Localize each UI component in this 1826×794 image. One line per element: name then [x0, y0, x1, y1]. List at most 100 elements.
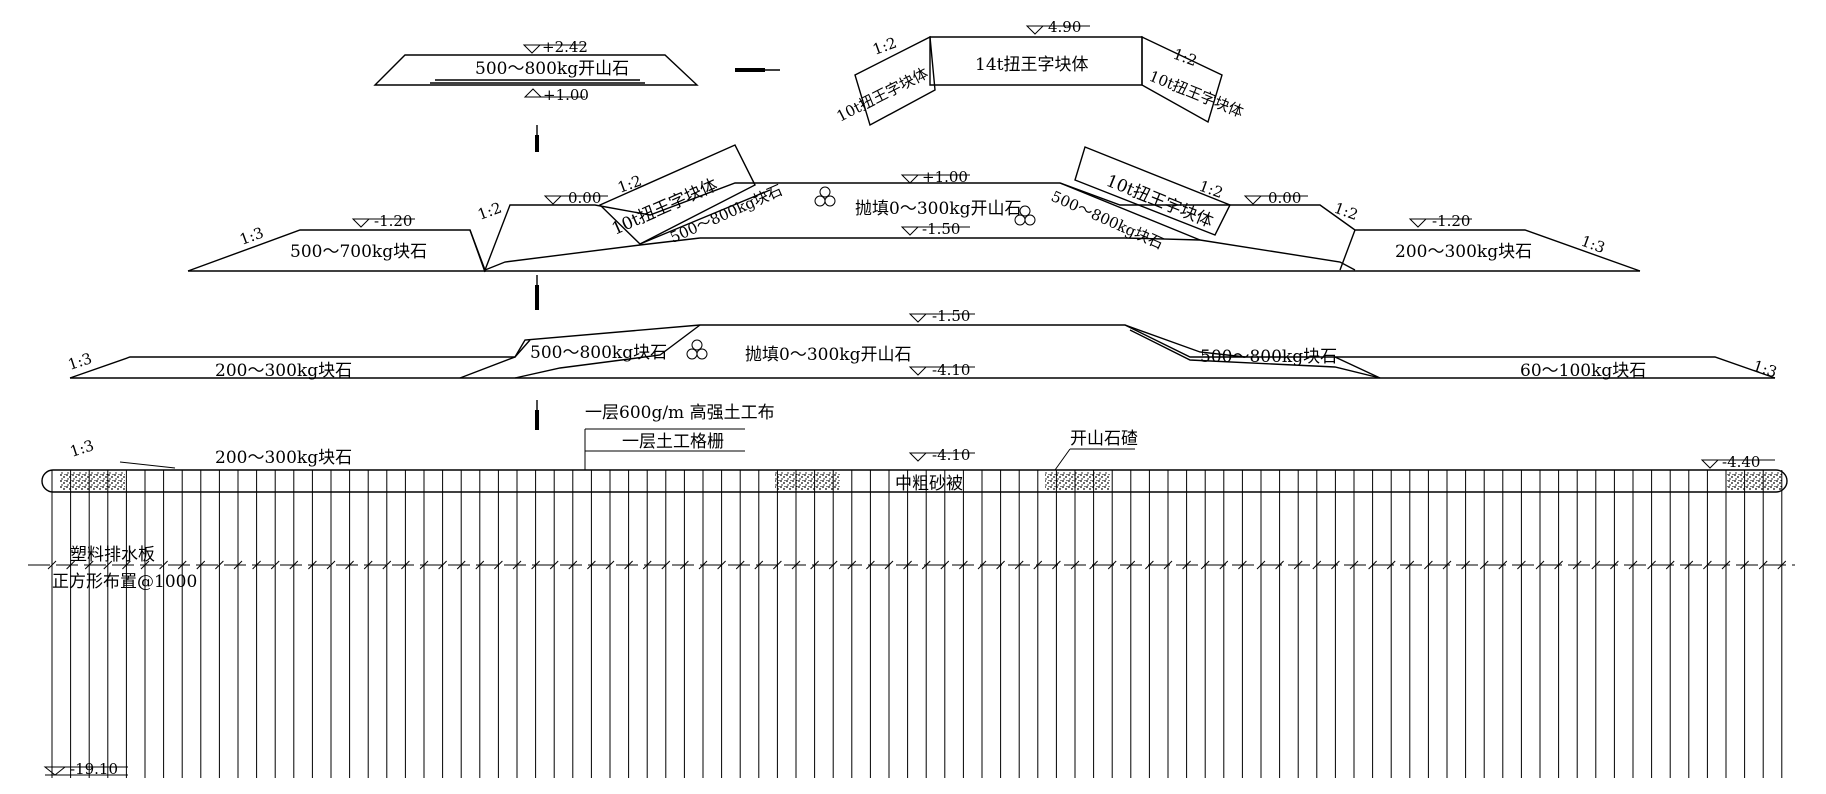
reference-tick [494, 560, 503, 570]
sand-patch [1727, 472, 1782, 490]
left-armor-inner [514, 324, 701, 379]
reference-tick [1256, 560, 1266, 570]
reference-tick [308, 560, 317, 570]
right-toe-line [1334, 356, 1381, 379]
reference-tick [159, 560, 168, 570]
reference-tick [1386, 560, 1396, 570]
reference-tick [419, 560, 429, 570]
reference-tick [661, 560, 671, 570]
reference-tick [66, 560, 75, 570]
arrow-left-icon [735, 68, 780, 72]
left-inner-wall [484, 237, 701, 271]
reference-tick [1145, 560, 1154, 570]
reference-tick [1107, 560, 1117, 570]
reference-tick [122, 560, 131, 570]
sand-cushion-layer [41, 469, 1788, 493]
reference-tick [605, 560, 615, 570]
toe-slope-line [119, 461, 176, 469]
material-label: 60～100kg块石 [1520, 361, 1646, 381]
rock-symbol-icon [814, 186, 836, 207]
reference-tick [1610, 560, 1619, 570]
reference-tick [438, 560, 447, 570]
reference-tick [140, 560, 150, 570]
reference-ticks [47, 560, 1787, 570]
elevation-marker: -4.10 [908, 361, 975, 379]
rock-symbol-icon [1014, 205, 1036, 226]
slope-ratio: 1:2 [1332, 199, 1361, 224]
reference-tick [177, 560, 187, 570]
reference-tick [456, 560, 466, 570]
elevation-label: 4.90 [1048, 18, 1081, 36]
reference-tick [1405, 560, 1415, 570]
stage-3-section: 1:3 200～300kg块石 500～800kg块石 -1.50 抛填0～30… [66, 307, 1780, 381]
plastic-drain-boards [51, 470, 1783, 778]
elevation-marker: 0.00 [1243, 189, 1308, 207]
reference-tick [1014, 560, 1024, 570]
reference-tick [698, 560, 708, 570]
block-label: 10t扭王字块体 [834, 64, 931, 125]
reference-tick [1721, 560, 1731, 570]
foundation-section: 一层600g/m 高强土工布 一层土工格栅 1:3 200～300kg块石 -4… [28, 403, 1795, 778]
slope-ratio: 1:2 [615, 172, 644, 197]
slope-ratio: 1:3 [66, 349, 95, 374]
reference-tick [233, 560, 243, 570]
slope-ratio: 1:3 [1579, 232, 1608, 257]
reference-tick [1368, 560, 1377, 570]
elevation-label: -1.50 [922, 220, 960, 238]
drain-layout-label: 正方形布置@1000 [52, 572, 197, 592]
reference-tick [1200, 560, 1210, 570]
reference-tick [531, 560, 540, 570]
reference-tick [1033, 560, 1043, 570]
rock-symbol-icon [686, 339, 708, 360]
right-armor-line [1339, 229, 1356, 271]
arrow-down-icon [535, 275, 539, 310]
reference-tick [940, 560, 950, 570]
reference-tick [1461, 560, 1470, 570]
reference-tick [1070, 560, 1080, 570]
elevation-label: +1.00 [543, 86, 589, 104]
slope-ratio: 1:2 [1171, 45, 1200, 70]
material-label: 500～700kg块石 [290, 242, 427, 262]
reference-tick [977, 560, 987, 570]
elevation-label: 0.00 [568, 189, 601, 207]
drain-board-label: 塑料排水板 [70, 545, 155, 565]
reference-tick [754, 560, 764, 570]
reference-tick [884, 560, 894, 570]
reference-tick [326, 560, 336, 570]
leader-line [1054, 448, 1071, 471]
elevation-marker: 4.90 [1025, 18, 1090, 36]
reference-tick [1052, 560, 1061, 570]
elevation-label: -1.20 [374, 212, 412, 230]
reference-tick [1777, 560, 1787, 570]
reference-tick [363, 560, 373, 570]
reference-tick [996, 560, 1005, 570]
elevation-marker: -1.20 [351, 212, 415, 230]
reference-tick [810, 560, 819, 570]
reference-tick [1275, 560, 1284, 570]
elevation-marker: -1.50 [900, 220, 970, 238]
reference-tick [847, 560, 857, 570]
geogrid-label: 一层土工格栅 [622, 432, 724, 452]
elevation-marker: -4.40 [1700, 453, 1775, 471]
reference-tick [1758, 560, 1768, 570]
reference-tick [903, 560, 912, 570]
reference-tick [1703, 560, 1712, 570]
elevation-label: -1.20 [1432, 212, 1470, 230]
material-label: 500～800kg开山石 [475, 59, 629, 79]
material-label: 200～300kg块石 [215, 361, 352, 381]
reference-tick [680, 560, 689, 570]
elevation-marker: +1.00 [523, 86, 589, 104]
elevation-marker: -1.50 [908, 307, 975, 325]
reference-tick [1591, 560, 1601, 570]
reference-tick [866, 560, 875, 570]
reference-tick [1740, 560, 1749, 570]
reference-tick [1238, 560, 1247, 570]
geotextile-label: 一层600g/m 高强土工布 [585, 403, 775, 423]
elevation-marker: -1.20 [1408, 212, 1472, 230]
elevation-label: -4.40 [1722, 453, 1760, 471]
reference-tick [773, 560, 782, 570]
reference-tick [624, 560, 633, 570]
reference-tick [791, 560, 801, 570]
reference-tick [717, 560, 726, 570]
